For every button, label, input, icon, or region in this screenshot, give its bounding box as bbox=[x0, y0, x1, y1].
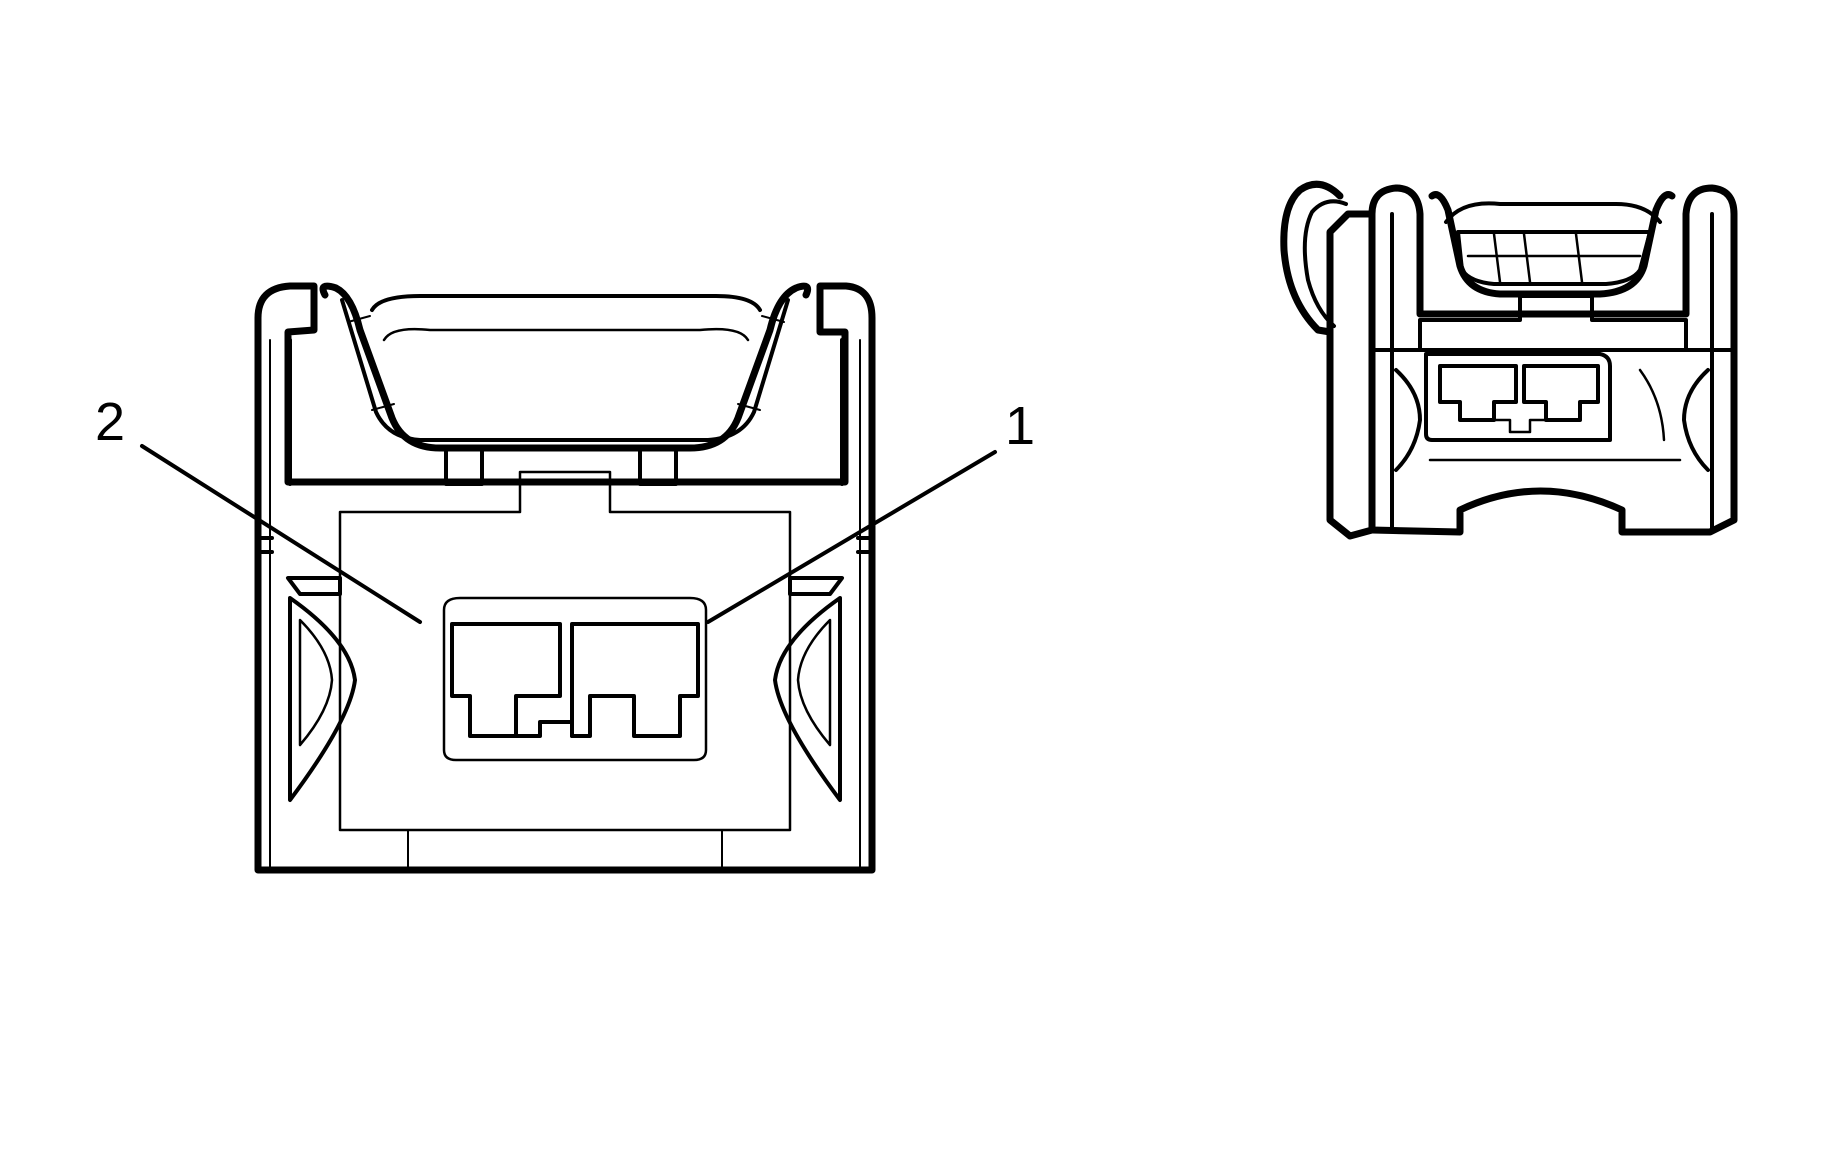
latch-support-left bbox=[444, 446, 484, 486]
leader-line-pin-2 bbox=[140, 444, 422, 624]
latch-top-bar bbox=[370, 294, 762, 312]
latch-detail-l2 bbox=[371, 403, 395, 411]
pin-callouts: 2 1 bbox=[95, 392, 1035, 624]
pin-1-label: 1 bbox=[1005, 396, 1035, 456]
latch-support-right bbox=[638, 446, 678, 486]
latch-top-bar-inner bbox=[382, 327, 750, 342]
iso-side-lock-left bbox=[1394, 368, 1422, 472]
latch-detail-r2 bbox=[737, 403, 761, 411]
housing-outline bbox=[254, 282, 876, 874]
connector-isometric-view bbox=[1280, 180, 1738, 540]
pin-2-cavity bbox=[450, 622, 562, 738]
leader-line-pin-1 bbox=[706, 450, 997, 624]
pin-1-cavity bbox=[570, 622, 700, 738]
center-key bbox=[514, 720, 574, 738]
connector-front-view bbox=[254, 282, 876, 874]
pin-2-label: 2 bbox=[95, 392, 125, 452]
cable-boot bbox=[1280, 180, 1344, 336]
terminal-cavity-block bbox=[442, 596, 708, 762]
iso-housing-outline bbox=[1326, 210, 1376, 540]
latch-detail-l1 bbox=[347, 315, 371, 323]
iso-pin-1-cavity bbox=[1522, 364, 1600, 422]
face-panel bbox=[338, 470, 792, 832]
iso-locking-latch bbox=[1428, 191, 1676, 298]
locking-latch bbox=[319, 282, 812, 452]
side-lock-right bbox=[773, 536, 874, 802]
iso-side-lock-right bbox=[1682, 368, 1710, 472]
iso-cavity-block bbox=[1424, 352, 1612, 442]
side-lock-left bbox=[256, 536, 357, 802]
iso-latch-window bbox=[1456, 230, 1652, 286]
iso-pin-2-cavity bbox=[1438, 364, 1518, 422]
iso-face-panel bbox=[1418, 294, 1688, 352]
latch-detail-r1 bbox=[761, 315, 785, 323]
locking-latch-inner bbox=[340, 298, 790, 442]
